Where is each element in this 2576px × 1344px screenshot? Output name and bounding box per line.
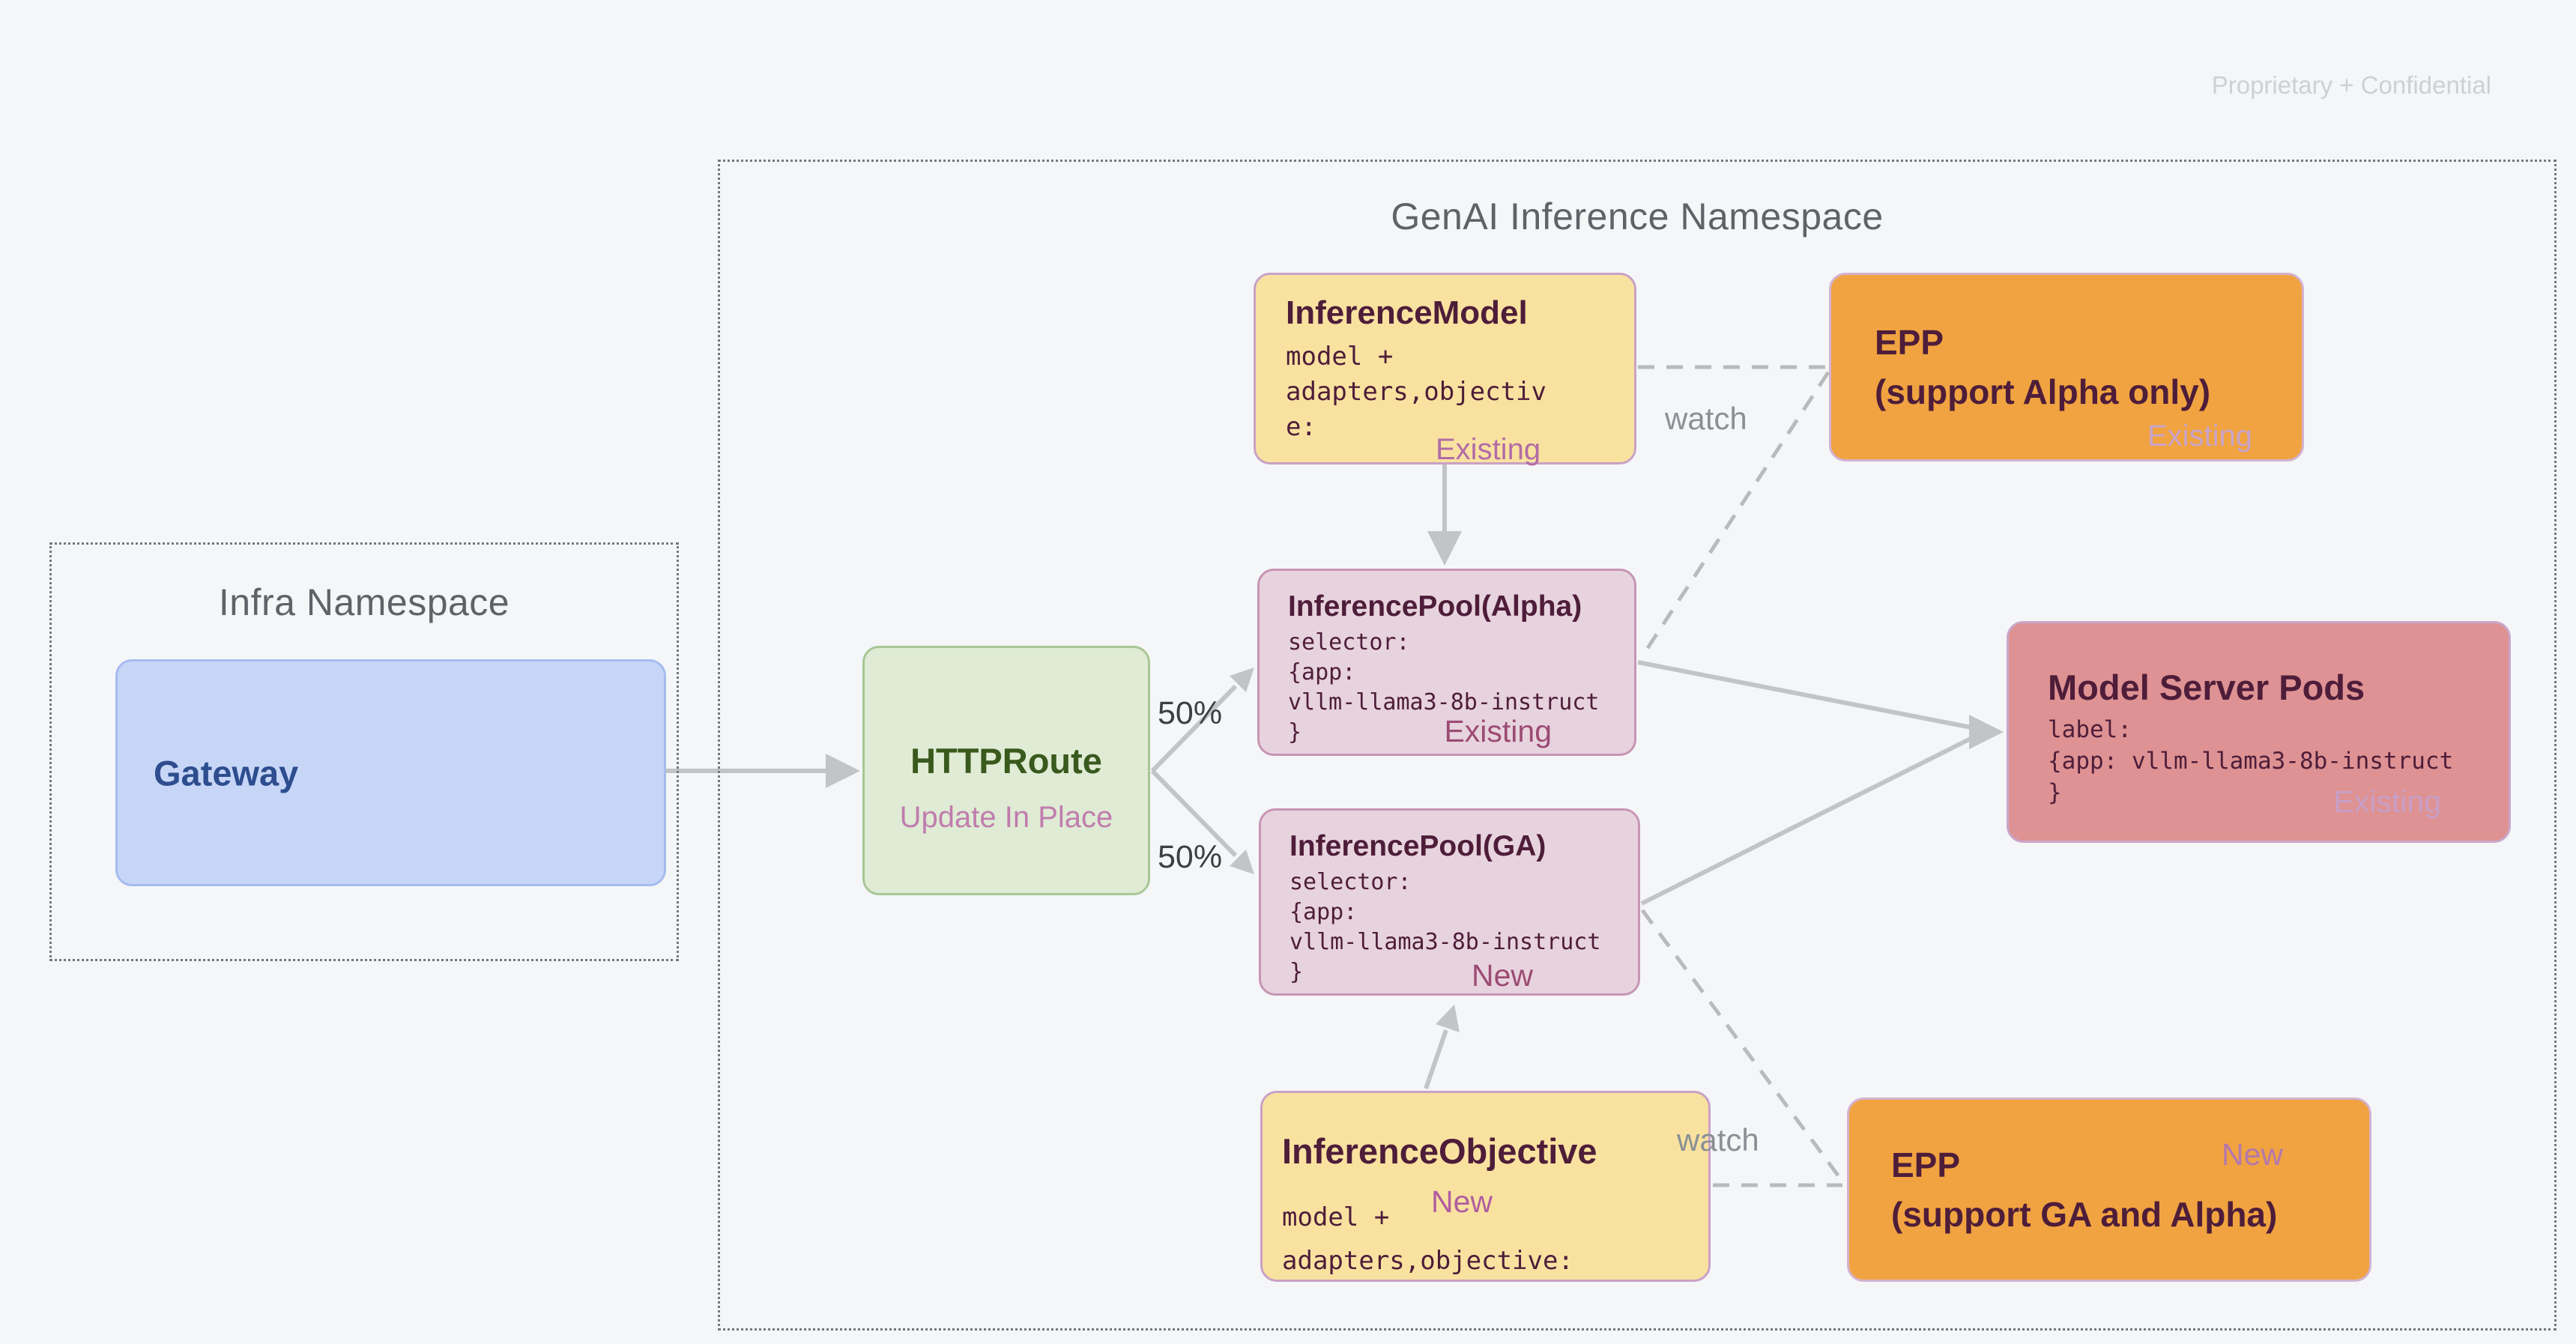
genai-namespace-box: GenAI Inference Namespace xyxy=(718,160,2557,1331)
inference-pool-ga-node: InferencePool(GA) selector: {app: vllm-l… xyxy=(1259,808,1640,996)
inference-pool-alpha-title: InferencePool(Alpha) xyxy=(1288,590,1582,623)
inference-pool-ga-status: New xyxy=(1471,958,1533,993)
inference-pool-alpha-status: Existing xyxy=(1444,714,1552,748)
inference-objective-status: New xyxy=(1431,1184,1493,1219)
inference-objective-title: InferenceObjective xyxy=(1282,1131,1597,1171)
model-server-pods-title: Model Server Pods xyxy=(2048,668,2365,707)
inference-objective-code: model + adapters,objective: xyxy=(1282,1202,1573,1276)
inference-model-status: Existing xyxy=(1436,433,1541,466)
httproute-title: HTTPRoute xyxy=(910,741,1102,781)
model-server-pods-node: Model Server Pods label: {app: vllm-llam… xyxy=(2007,621,2511,843)
inference-model-code: model + adapters,objectiv e: xyxy=(1286,342,1546,442)
epp-ga-node: EPP (support GA and Alpha) New xyxy=(1847,1098,2371,1282)
watch-bottom-label: watch xyxy=(1677,1122,1759,1157)
epp-ga-title: EPP (support GA and Alpha) xyxy=(1891,1145,2278,1234)
epp-alpha-node: EPP (support Alpha only) Existing xyxy=(1829,273,2304,461)
model-server-pods-code: label: {app: vllm-llama3-8b-instruct } xyxy=(2048,716,2454,806)
httproute-subtitle: Update In Place xyxy=(899,801,1113,834)
genai-namespace-title: GenAI Inference Namespace xyxy=(1391,196,1884,237)
traffic-split-top-label: 50% xyxy=(1158,695,1223,731)
gateway-label: Gateway xyxy=(154,753,299,793)
inference-pool-ga-title: InferencePool(GA) xyxy=(1289,830,1546,862)
traffic-split-bottom-label: 50% xyxy=(1158,839,1223,875)
infra-namespace-box: Infra Namespace Gateway xyxy=(49,542,679,961)
inference-pool-alpha-node: InferencePool(Alpha) selector: {app: vll… xyxy=(1257,569,1636,756)
httproute-node: HTTPRoute Update In Place xyxy=(862,646,1150,895)
confidential-watermark: Proprietary + Confidential xyxy=(2211,71,2491,99)
model-server-pods-status: Existing xyxy=(2333,784,2441,819)
gateway-node: Gateway xyxy=(115,659,666,886)
inference-pool-ga-code: selector: {app: vllm-llama3-8b-instruct … xyxy=(1289,869,1601,985)
watch-top-label: watch xyxy=(1665,401,1747,436)
inference-model-node: InferenceModel model + adapters,objectiv… xyxy=(1254,273,1636,466)
infra-namespace-title: Infra Namespace xyxy=(218,581,510,623)
inference-model-title: InferenceModel xyxy=(1286,294,1528,331)
epp-ga-status: New xyxy=(2221,1137,2283,1172)
epp-alpha-title: EPP (support Alpha only) xyxy=(1875,323,2211,411)
inference-pool-alpha-code: selector: {app: vllm-llama3-8b-instruct … xyxy=(1288,629,1600,745)
inference-objective-node: InferenceObjective model + adapters,obje… xyxy=(1260,1091,1711,1282)
epp-alpha-status: Existing xyxy=(2147,420,2252,452)
